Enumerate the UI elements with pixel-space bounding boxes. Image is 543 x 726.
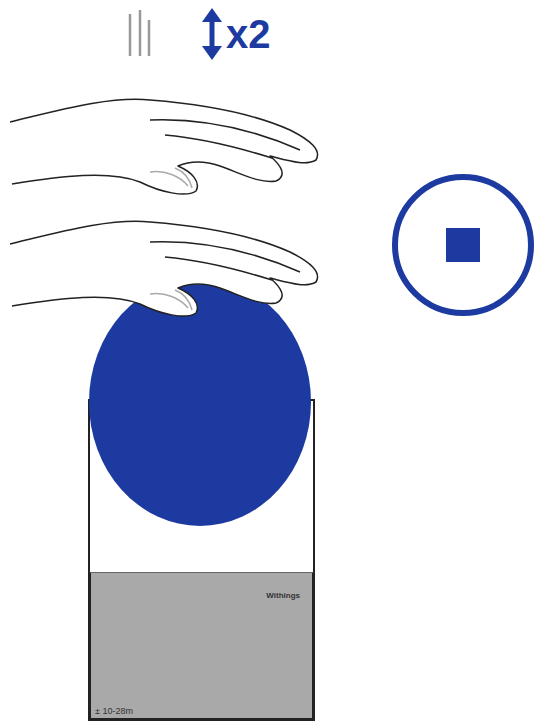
hand-upper xyxy=(10,99,318,194)
repeat-count: x2 xyxy=(226,14,271,54)
double-arrow xyxy=(202,8,222,60)
device-base: Withings ± 10-28m xyxy=(89,572,314,720)
hand-lower xyxy=(10,221,318,316)
tap-lines xyxy=(130,10,149,56)
brand-name: Withings xyxy=(266,591,300,600)
stop-symbol xyxy=(395,177,531,313)
blue-button xyxy=(89,278,311,526)
fine-print: ± 10-28m xyxy=(95,706,133,716)
